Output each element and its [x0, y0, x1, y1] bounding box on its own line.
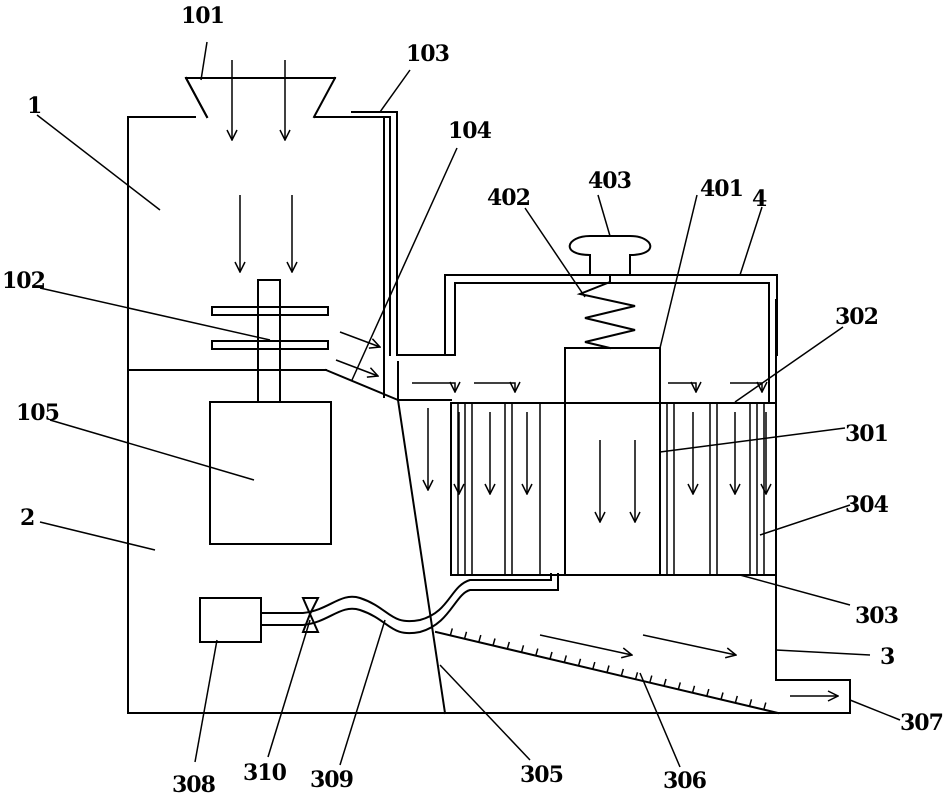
label-101: 101	[181, 3, 224, 29]
label-102: 102	[2, 268, 45, 294]
slope-tick	[735, 696, 737, 703]
filter-plates	[458, 403, 764, 575]
slope-tick	[593, 662, 595, 669]
label-308: 308	[172, 772, 216, 796]
label-307: 307	[900, 710, 943, 736]
sloped-bottom	[436, 628, 778, 713]
side-pipe	[352, 112, 455, 400]
spring	[580, 275, 635, 348]
slope-tick	[678, 682, 680, 689]
slope-tick	[693, 686, 695, 693]
knob	[570, 236, 651, 275]
label-305: 305	[520, 762, 563, 788]
label-302: 302	[835, 304, 878, 330]
pump-box	[200, 598, 261, 642]
slope-tick	[550, 652, 552, 659]
inclined-partition	[398, 400, 445, 713]
label-103: 103	[406, 41, 449, 67]
stirrer	[212, 280, 328, 402]
slope-tick	[536, 649, 538, 656]
slope-tick	[450, 628, 452, 635]
slope-tick	[507, 642, 509, 649]
slope-tick	[621, 669, 623, 676]
flow-arrows	[232, 60, 838, 696]
label-3: 3	[880, 644, 894, 670]
label-310: 310	[243, 760, 287, 786]
label-301: 301	[845, 421, 888, 447]
feed-funnel	[186, 78, 335, 117]
slope-tick	[579, 659, 581, 666]
valve	[303, 598, 318, 632]
slope-tick	[607, 666, 609, 673]
label-105: 105	[16, 400, 59, 426]
slope-tick	[721, 693, 723, 700]
leader-lines	[37, 42, 900, 767]
slope-tick	[636, 672, 638, 679]
label-104: 104	[448, 118, 492, 144]
label-303: 303	[855, 603, 898, 629]
label-306: 306	[663, 768, 707, 794]
slope-tick	[650, 676, 652, 683]
slope-tick	[707, 689, 709, 696]
slope-tick	[479, 635, 481, 642]
slope-tick	[750, 699, 752, 706]
label-403: 403	[588, 168, 631, 194]
slope-tick	[493, 639, 495, 646]
label-401: 401	[700, 176, 743, 202]
label-2: 2	[20, 505, 34, 531]
label-309: 309	[310, 767, 353, 793]
slope-tick	[522, 645, 524, 652]
label-4: 4	[752, 186, 767, 212]
label-1: 1	[27, 93, 41, 119]
label-304: 304	[845, 492, 889, 518]
labels: 101 1 103 104 402 403 401 4 102 302 105 …	[2, 3, 943, 796]
slope-tick	[465, 632, 467, 639]
press-assembly	[445, 275, 777, 575]
slope-tick	[764, 703, 766, 710]
slope-tick	[664, 679, 666, 686]
label-402: 402	[487, 185, 530, 211]
slope-tick	[564, 655, 566, 662]
